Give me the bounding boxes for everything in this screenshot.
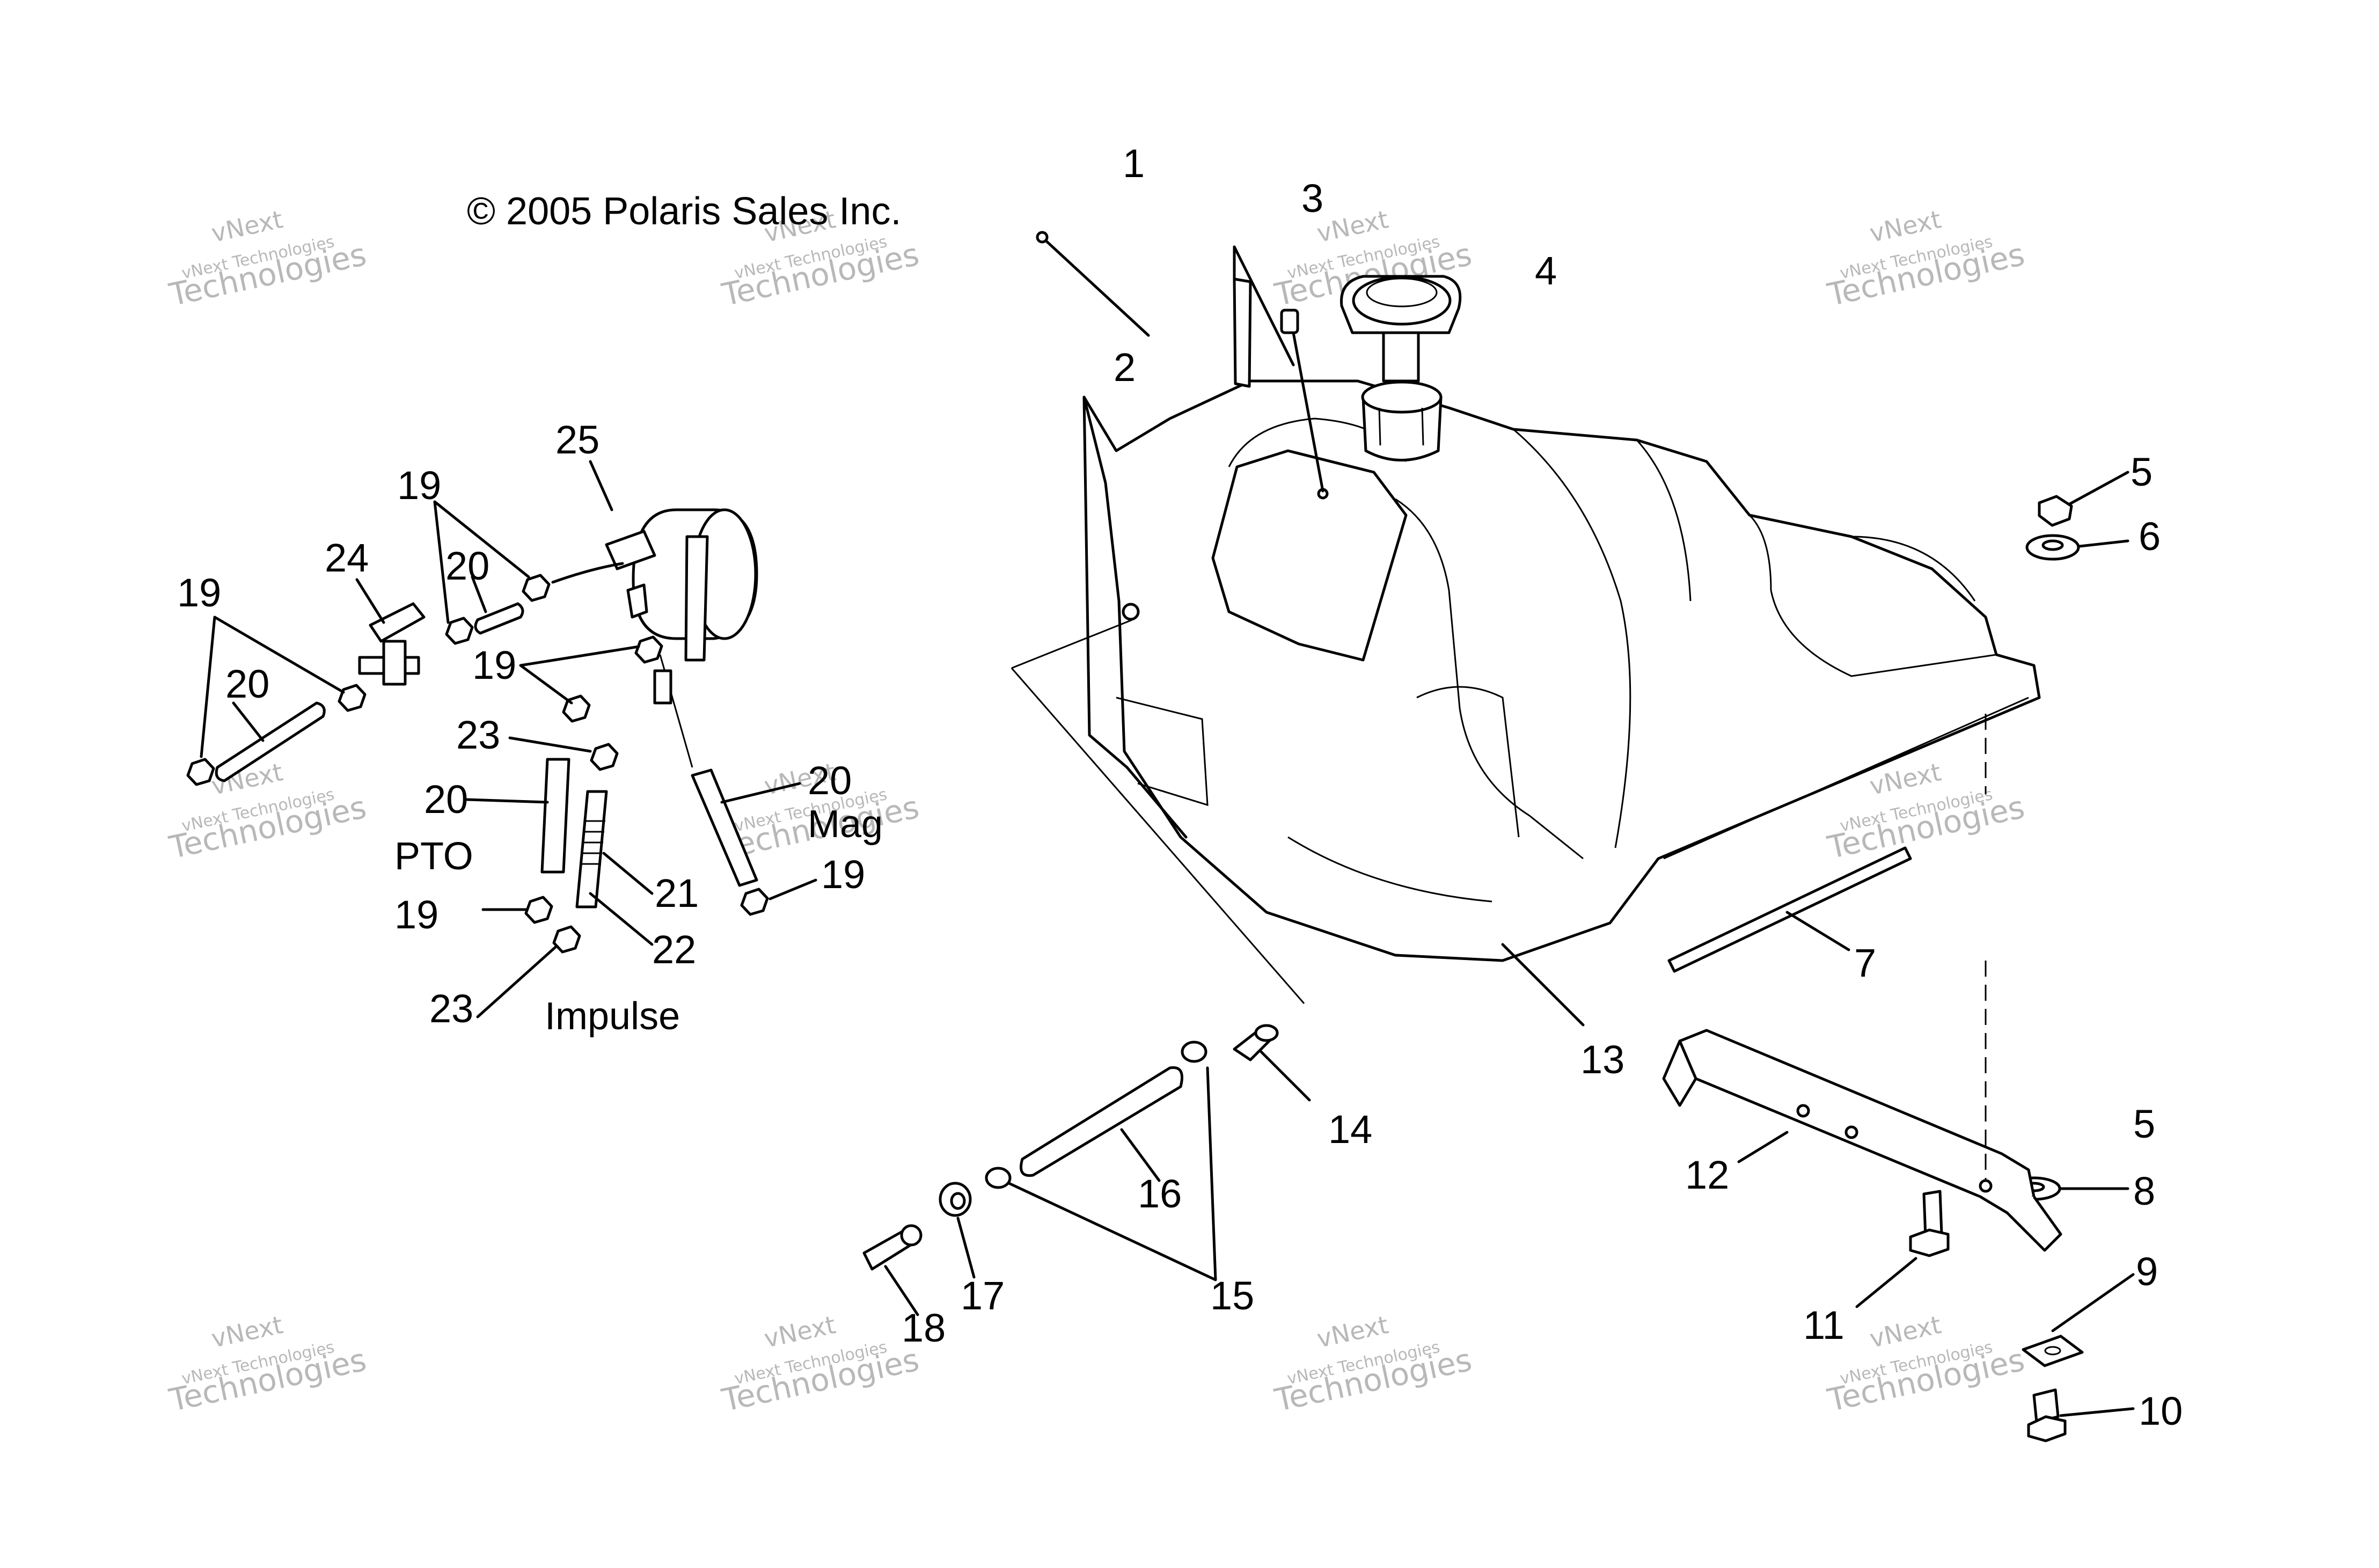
svg-text:vNext: vNext (1314, 204, 1391, 248)
callout-16: 16 (1138, 1171, 1182, 1216)
svg-text:vNext: vNext (209, 1310, 286, 1353)
callout-15: 15 (1210, 1273, 1254, 1318)
fuel-lines-20 (215, 575, 801, 887)
mount-bracket-12 (1662, 714, 2062, 1252)
callout-14: 14 (1328, 1107, 1372, 1152)
svg-text:vNext: vNext (209, 204, 286, 248)
fitting-14 (1011, 619, 1311, 1102)
nut-5-upper (2038, 471, 2129, 527)
watermark: vNext vNext Technologies Technologies (166, 757, 370, 866)
watermark: vNext vNext Technologies Technologies (719, 1310, 923, 1419)
callout-13: 13 (1580, 1037, 1624, 1082)
bolt-10 (2027, 1388, 2135, 1442)
leader-13 (1501, 943, 1585, 1027)
watermark: vNext vNext Technologies Technologies (166, 204, 370, 313)
callout-5b: 5 (2133, 1102, 2155, 1146)
callout-3: 3 (1301, 176, 1323, 221)
callout-23a: 23 (456, 713, 500, 757)
caption-pto: PTO (394, 835, 473, 878)
callout-25: 25 (555, 417, 599, 462)
washer-6 (2025, 534, 2129, 561)
bolt-11 (1855, 1190, 1950, 1308)
fuel-tank (1082, 379, 2041, 962)
fuel-pump-25 (551, 460, 758, 640)
callout-6: 6 (2139, 514, 2161, 559)
callout-20d: 20 (808, 758, 852, 803)
callout-19e: 19 (821, 852, 865, 897)
callout-19d: 19 (394, 892, 438, 937)
callout-17: 17 (961, 1273, 1005, 1318)
callout-2: 2 (1114, 345, 1136, 390)
callout-22: 22 (652, 927, 696, 972)
fitting-18 (862, 1224, 923, 1316)
callout-8: 8 (2133, 1169, 2155, 1213)
callout-20c: 20 (424, 777, 468, 822)
watermark: vNext vNext Technologies Technologies (1824, 1310, 2028, 1419)
callout-19c: 19 (472, 643, 516, 687)
callout-19b: 19 (397, 463, 441, 508)
grommet-17 (939, 1182, 976, 1279)
shutoff-valve-24 (355, 578, 426, 686)
mount-pad-7 (1667, 846, 1912, 973)
svg-text:vNext: vNext (1867, 1310, 1944, 1353)
vent-tie-strap-1 (1036, 231, 1150, 337)
callout-23b: 23 (429, 986, 473, 1031)
fuel-cap-4 (1340, 275, 1462, 383)
spacer-9 (2022, 1273, 2135, 1367)
svg-text:vNext: vNext (1867, 204, 1944, 248)
callout-labels: 1 2 3 4 5 6 7 5 8 9 10 11 12 13 14 15 16… (177, 141, 2183, 1433)
clamps-19 (186, 500, 817, 924)
callout-5: 5 (2131, 450, 2153, 494)
callout-11: 11 (1803, 1303, 1844, 1347)
vent-hose-2 (1233, 245, 1295, 388)
callout-7: 7 (1854, 941, 1876, 985)
callout-4: 4 (1535, 248, 1557, 293)
svg-text:vNext: vNext (762, 1310, 838, 1353)
callout-20b: 20 (445, 544, 489, 588)
copyright-notice: © 2005 Polaris Sales Inc. (467, 190, 901, 233)
impulse-hose-21-22 (575, 790, 654, 946)
caption-mag: Mag (808, 803, 883, 846)
callout-21: 21 (655, 871, 699, 915)
callout-1: 1 (1123, 141, 1145, 186)
clamps-23 (476, 535, 709, 1019)
svg-text:vNext: vNext (1314, 1310, 1391, 1353)
vent-valve-3 (1280, 309, 1324, 493)
caption-impulse: Impulse (545, 995, 680, 1038)
clamp-15 (985, 1041, 1217, 1281)
watermark: vNext vNext Technologies Technologies (166, 1310, 370, 1419)
callout-12: 12 (1685, 1153, 1729, 1197)
watermark: vNext vNext Technologies Technologies (1824, 204, 2028, 313)
fuel-hose-16 (1020, 1066, 1183, 1182)
callout-20a: 20 (225, 662, 269, 706)
callout-18: 18 (902, 1306, 946, 1350)
callout-10: 10 (2139, 1389, 2183, 1433)
callout-24: 24 (325, 536, 369, 580)
callout-9: 9 (2136, 1249, 2158, 1294)
callout-19a: 19 (177, 570, 221, 615)
watermark: vNext vNext Technologies Technologies (1271, 1310, 1475, 1419)
